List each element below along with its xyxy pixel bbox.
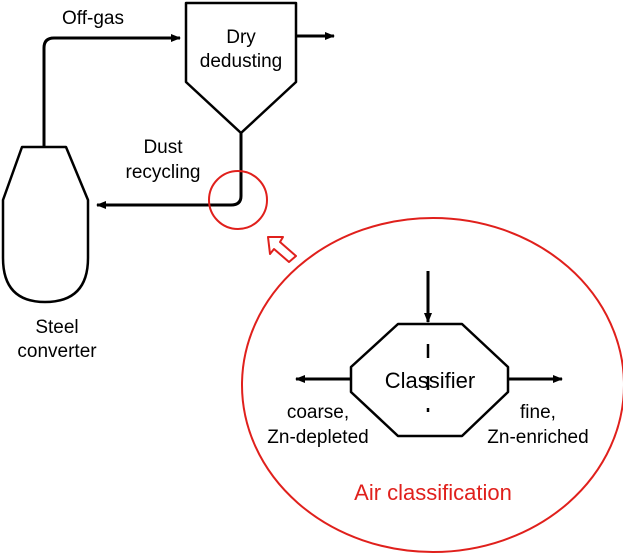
dry-dedusting-label-line1: Dry xyxy=(226,27,256,48)
off-gas-line xyxy=(42,34,181,147)
coarse-label-line2: Zn-depleted xyxy=(267,427,368,448)
dust-recycling-label-line2: recycling xyxy=(126,162,201,183)
zoom-pointer-arrow xyxy=(267,236,297,263)
dust-recycling-line xyxy=(96,133,243,209)
off-gas-label: Off-gas xyxy=(62,8,124,29)
steel-converter-label-line2: converter xyxy=(17,341,97,362)
steel-converter-label-line1: Steel xyxy=(35,317,78,338)
dry-dedusting-unit xyxy=(184,1,298,135)
classifier-label: Classifier xyxy=(385,368,475,393)
air-classification-zoom-circle xyxy=(241,217,623,553)
dry-dedusting-label-line2: dedusting xyxy=(200,51,282,72)
classifier-unit xyxy=(349,322,510,438)
fine-label-line2: Zn-enriched xyxy=(487,427,588,448)
highlight-circle xyxy=(208,170,268,230)
fine-label-line1: fine, xyxy=(520,402,556,423)
dust-recycling-label-line1: Dust xyxy=(143,137,183,158)
steel-converter-vessel xyxy=(1,145,90,304)
air-classification-label: Air classification xyxy=(354,480,512,505)
coarse-label-line1: coarse, xyxy=(287,402,349,423)
